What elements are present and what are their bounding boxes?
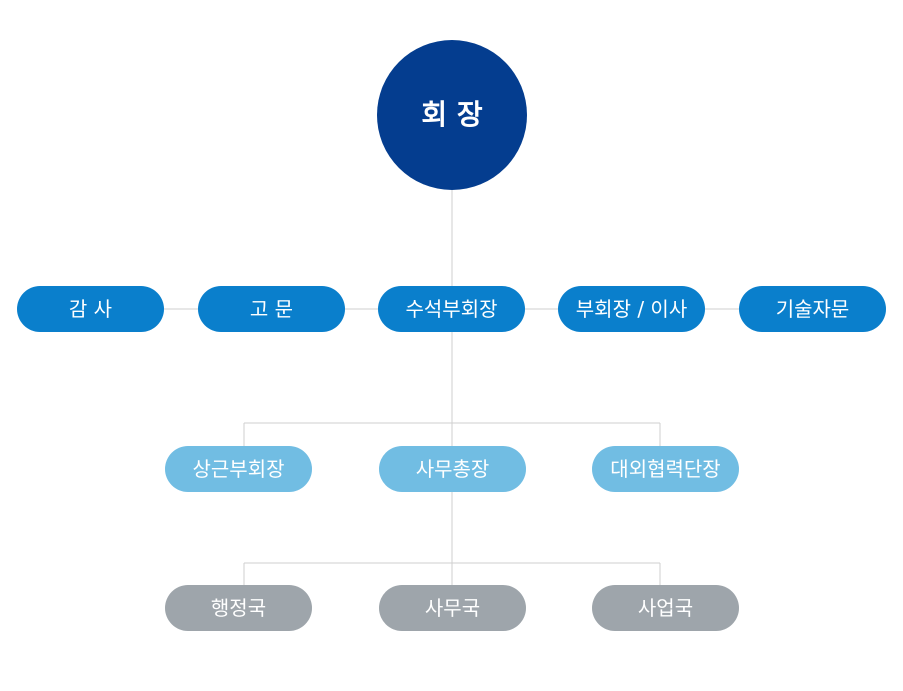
senior-vice-president-node: 수석부회장 (378, 286, 525, 332)
standing-vice-president-node: 상근부회장 (165, 446, 312, 492)
technical-advisor-node: 기술자문 (739, 286, 886, 332)
administration-bureau-node: 행정국 (165, 585, 312, 631)
business-bureau-node: 사업국 (592, 585, 739, 631)
secretary-general-node: 사무총장 (379, 446, 526, 492)
advisor-node: 고 문 (198, 286, 345, 332)
auditor-node: 감 사 (17, 286, 164, 332)
vice-president-director-node: 부회장 / 이사 (558, 286, 705, 332)
secretariat-bureau-node: 사무국 (379, 585, 526, 631)
president-node: 회 장 (377, 40, 527, 190)
external-cooperation-head-node: 대외협력단장 (592, 446, 739, 492)
